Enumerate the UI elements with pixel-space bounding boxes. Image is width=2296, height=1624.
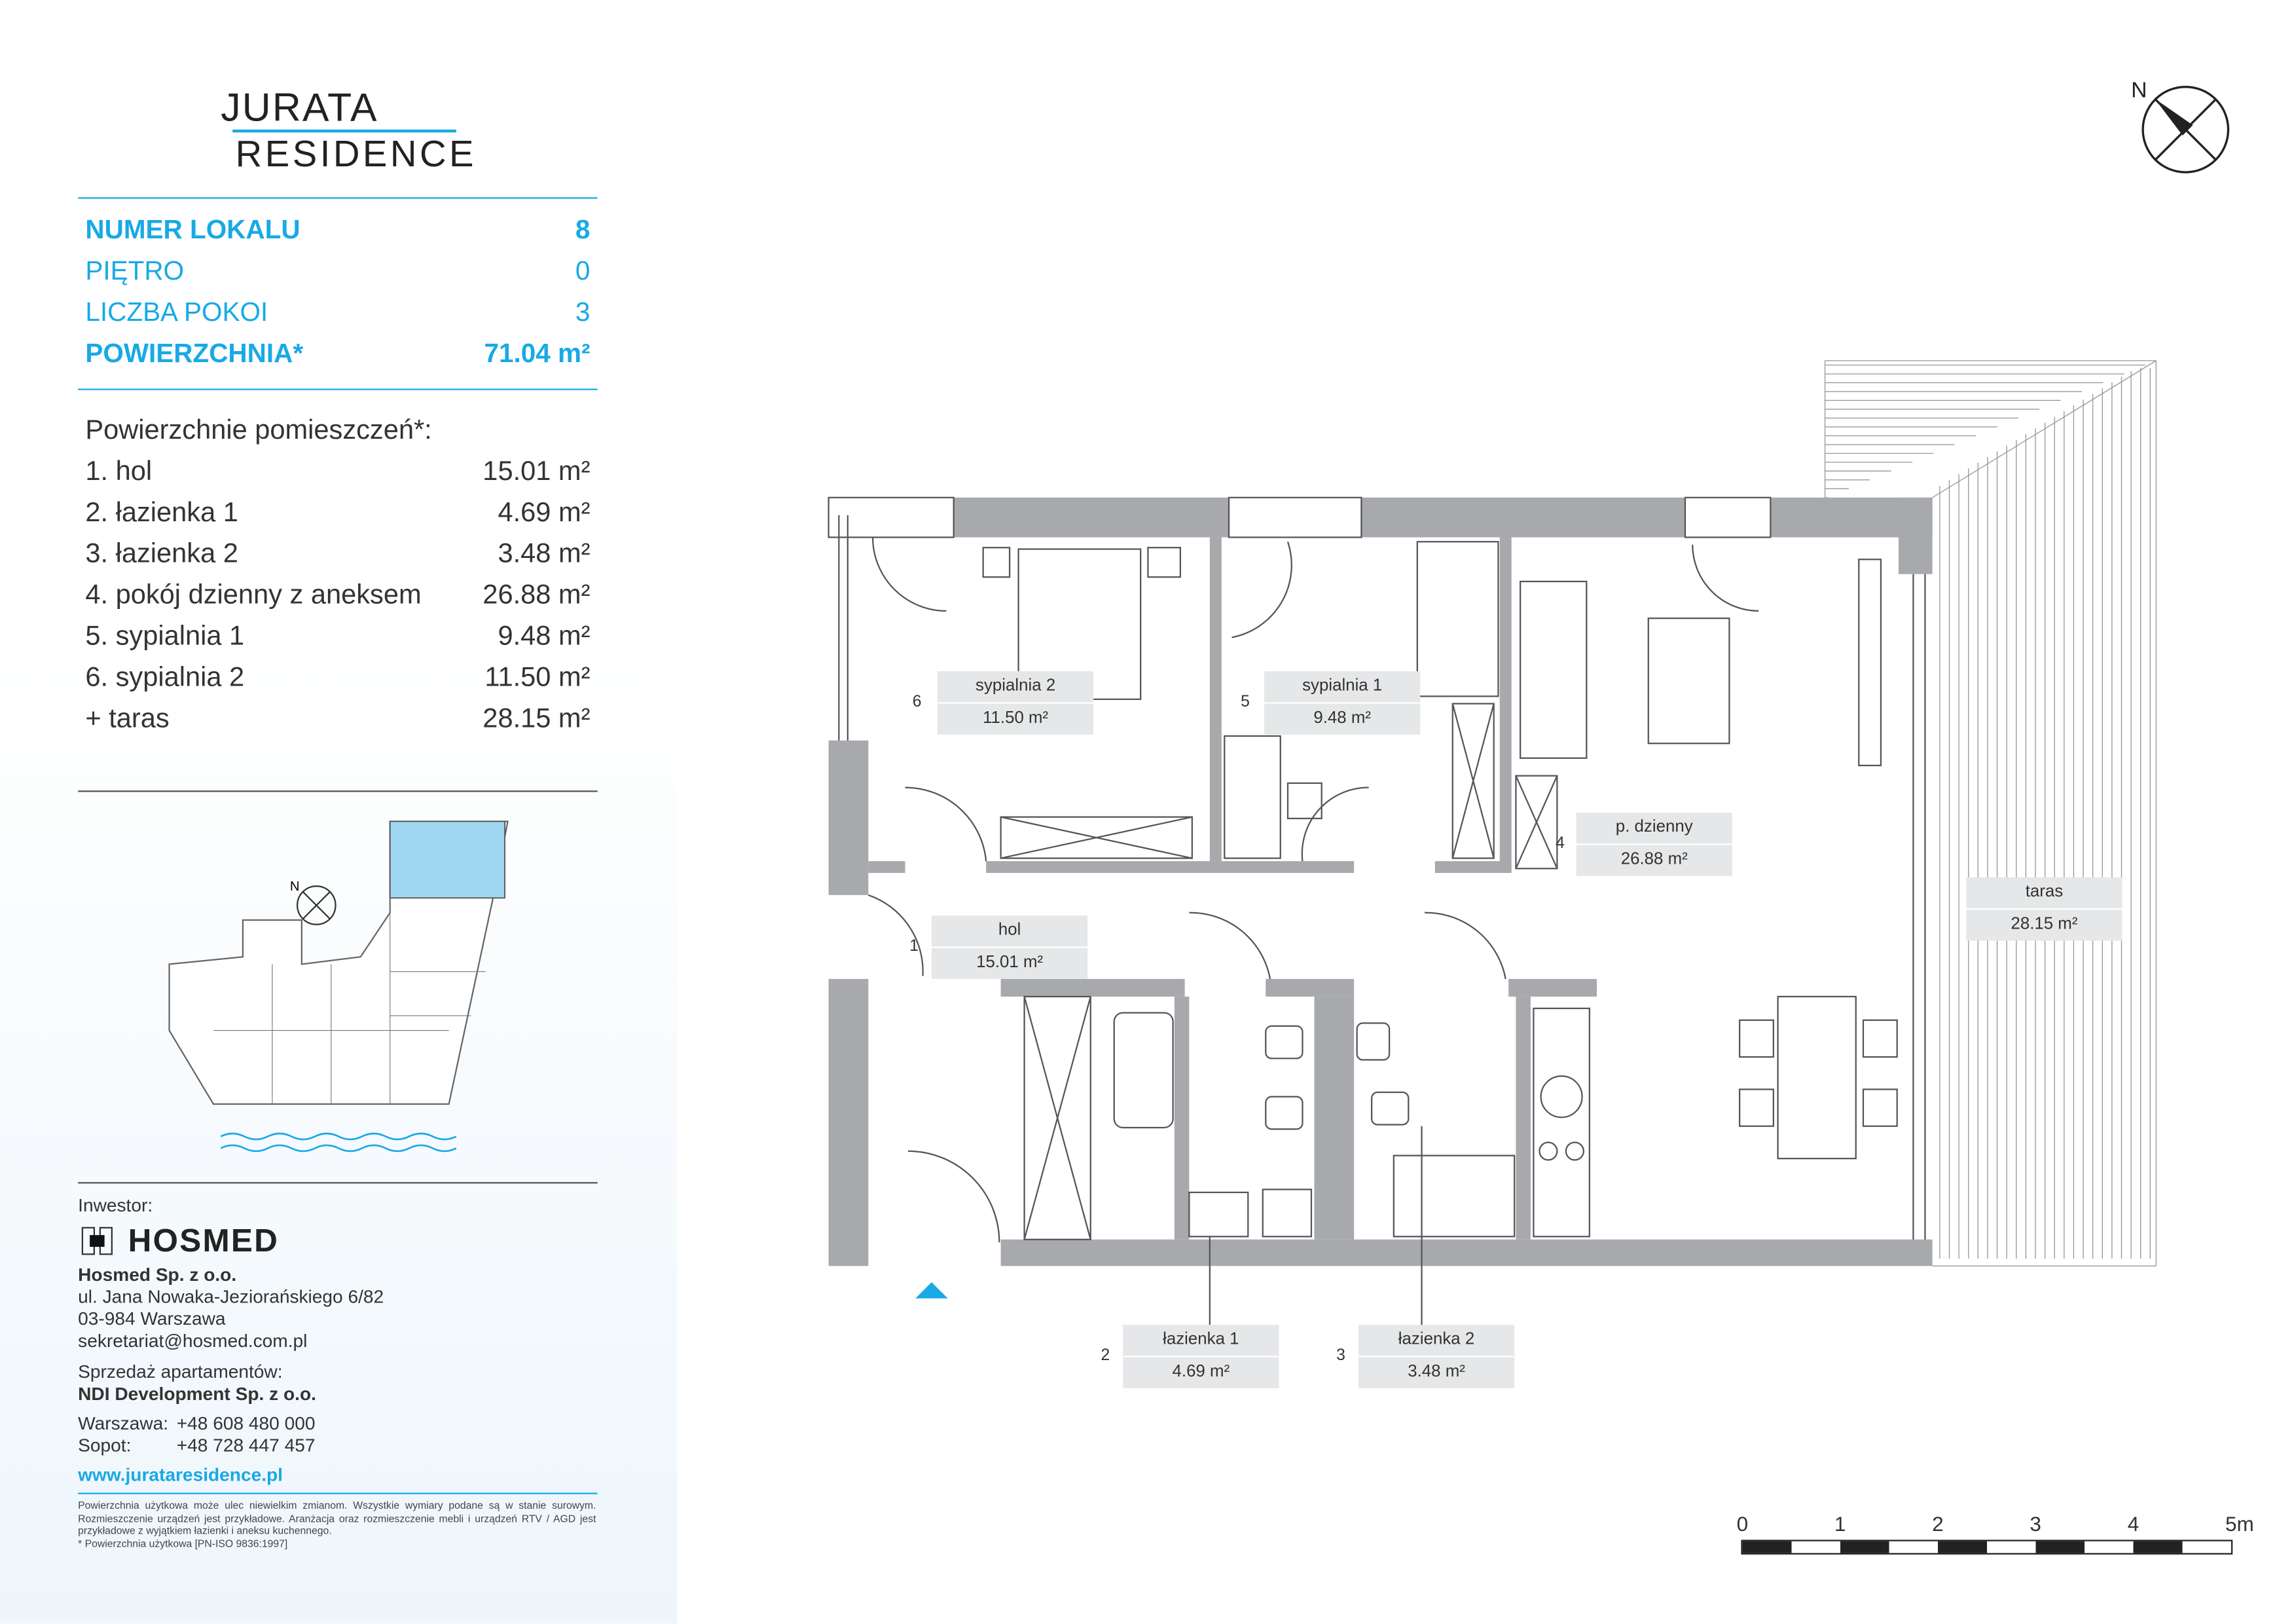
scale-tick-label: 1	[1834, 1511, 1846, 1536]
website-link[interactable]: www.jurataresidence.pl	[78, 1464, 283, 1486]
sea-waves-icon	[220, 1132, 457, 1153]
disclaimer: Powierzchnia użytkowa może ulec niewielk…	[78, 1501, 596, 1537]
room-number: 1	[909, 937, 919, 955]
hosmed-logo: HOSMED	[78, 1222, 279, 1260]
scale-tick-label: 2	[1932, 1511, 1944, 1536]
logo-line1: JURATA	[221, 85, 378, 130]
scale-tick-label: 4	[2127, 1511, 2140, 1536]
investor-company: Hosmed Sp. z o.o.	[78, 1264, 237, 1285]
investor-email[interactable]: sekretariat@hosmed.com.pl	[78, 1331, 308, 1352]
building-key-plan: N	[168, 821, 509, 1153]
info-panel	[0, 0, 678, 1624]
key-compass-icon	[296, 885, 337, 925]
svg-text:N: N	[290, 879, 300, 894]
terrace-hatch	[1824, 360, 2157, 1266]
investor-city: 03-984 Warszawa	[78, 1308, 226, 1329]
logo-line2: RESIDENCE	[235, 133, 477, 175]
summary-area: POWIERZCHNIA*71.04 m²	[85, 339, 591, 368]
compass-icon: N	[2131, 77, 2230, 174]
walls	[828, 497, 1933, 1266]
rooms-title: Powierzchnie pomieszczeń*:	[85, 413, 432, 445]
investor-street: ul. Jana Nowaka-Jeziorańskiego 6/82	[78, 1286, 384, 1308]
svg-text:N: N	[2131, 77, 2147, 102]
scale-tick-label: 0	[1736, 1511, 1749, 1536]
apartment-highlight	[389, 821, 505, 899]
scale-tick-label: 5m	[2225, 1511, 2254, 1536]
sales-company: NDI Development Sp. z o.o.	[78, 1384, 316, 1405]
room-number: 6	[912, 693, 922, 711]
footnote: * Powierzchnia użytkowa [PN-ISO 9836:199…	[78, 1539, 288, 1550]
sales-label: Sprzedaż apartamentów:	[78, 1361, 283, 1382]
room-number: 4	[1556, 834, 1565, 853]
scale-tick-label: 3	[2030, 1511, 2041, 1536]
entrance-marker-icon	[915, 1282, 948, 1299]
room-number: 5	[1241, 693, 1250, 711]
hosmed-logo-icon	[81, 1227, 113, 1255]
phone-sopot[interactable]: +48 728 447 457	[176, 1435, 316, 1456]
phone-warszawa[interactable]: +48 608 480 000	[176, 1413, 316, 1434]
room-number: 3	[1336, 1346, 1345, 1365]
investor-label: Inwestor:	[78, 1195, 153, 1216]
room-number: 2	[1101, 1346, 1110, 1365]
logo: JURATA RESIDENCE	[221, 85, 477, 175]
scale-bar	[1741, 1540, 2233, 1555]
